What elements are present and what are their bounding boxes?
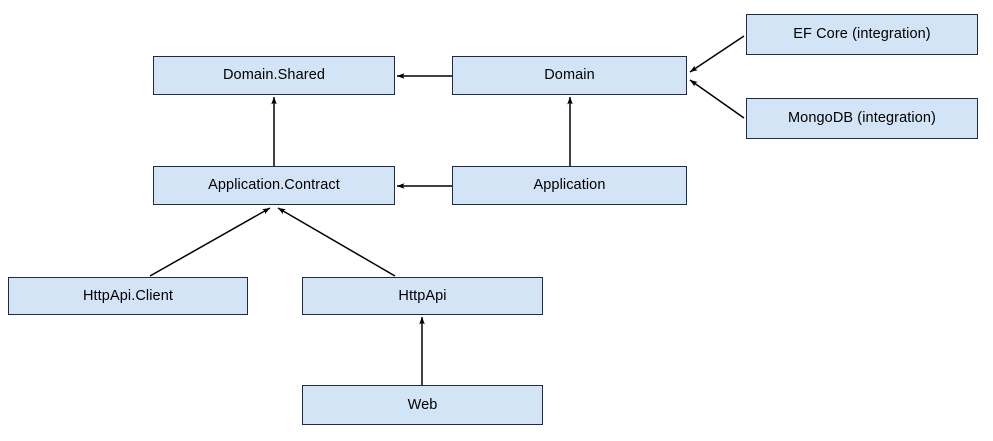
edge-httpapi-to-contract <box>277 207 396 277</box>
node-httpapi[interactable]: HttpApi <box>302 277 543 315</box>
node-label-mongodb-integration: MongoDB (integration) <box>788 110 936 127</box>
node-label-web: Web <box>407 396 438 413</box>
edge-ef-core-to-domain <box>689 35 745 73</box>
node-ef-core-integration[interactable]: EF Core (integration) <box>746 14 978 55</box>
node-label-domain-shared: Domain.Shared <box>222 67 326 84</box>
node-httpapi-client[interactable]: HttpApi.Client <box>8 277 248 315</box>
node-label-httpapi-client: HttpApi.Client <box>82 287 174 304</box>
node-label-ef-core-integration: EF Core (integration) <box>793 26 931 43</box>
node-label-domain: Domain <box>544 67 595 84</box>
node-label-application-contract: Application.Contract <box>208 177 340 194</box>
node-label-httpapi: HttpApi <box>398 287 447 304</box>
node-domain-shared[interactable]: Domain.Shared <box>153 56 395 95</box>
edge-httpapi-client-to-contract <box>149 207 271 277</box>
node-mongodb-integration[interactable]: MongoDB (integration) <box>746 98 978 139</box>
node-domain[interactable]: Domain <box>452 56 687 95</box>
node-label-application: Application <box>533 177 606 194</box>
node-application[interactable]: Application <box>452 166 687 205</box>
edge-mongodb-to-domain <box>689 79 745 119</box>
node-web[interactable]: Web <box>302 385 543 425</box>
node-application-contract[interactable]: Application.Contract <box>153 166 395 205</box>
